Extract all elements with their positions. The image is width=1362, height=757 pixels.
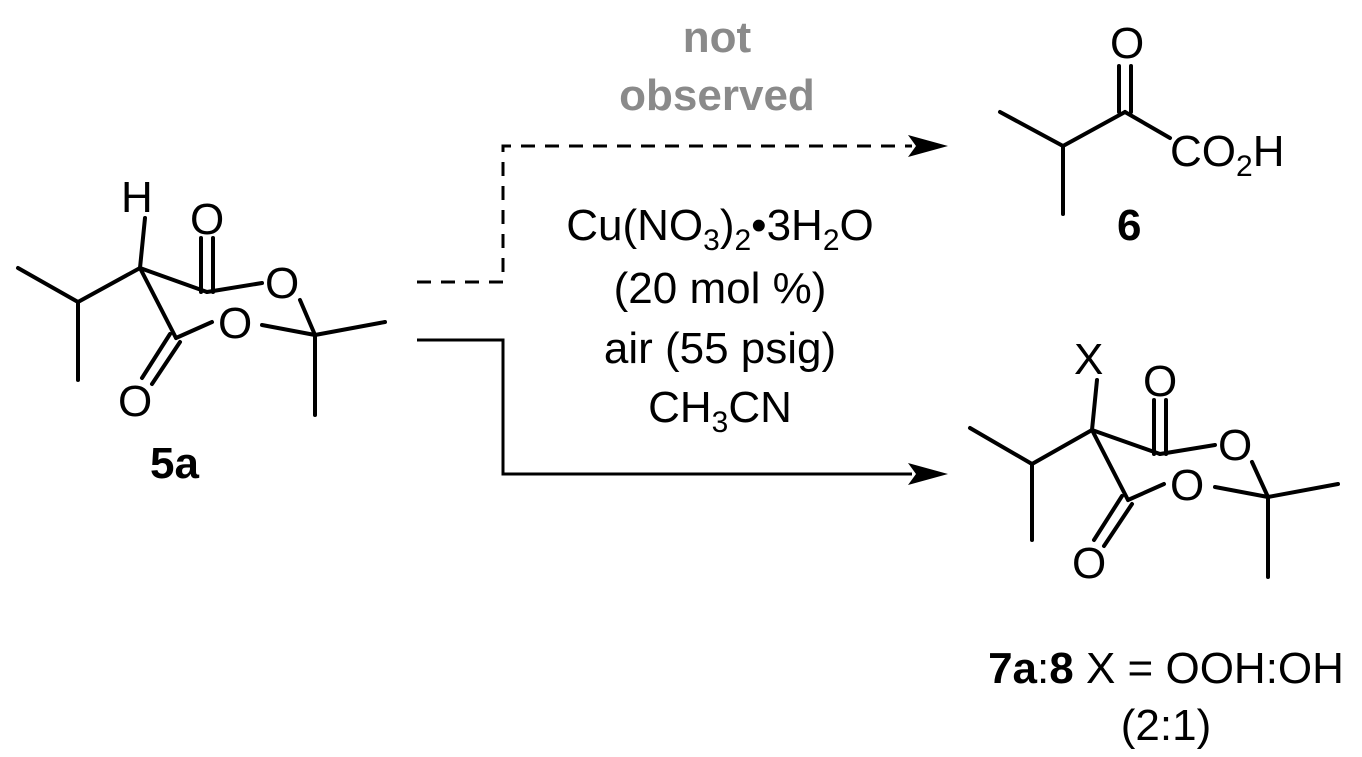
- reaction-conditions: Cu(NO3)2•3H2O (20 mol %) air (55 psig) C…: [566, 201, 874, 439]
- bond: [1102, 502, 1134, 548]
- bond: [1090, 428, 1162, 456]
- reagent-copper-nitrate: Cu(NO3)2•3H2O: [566, 201, 874, 257]
- atom-x: X: [1074, 335, 1103, 384]
- atom-o: O: [218, 299, 252, 348]
- bond: [1123, 110, 1172, 140]
- not-observed-note: observed: [619, 71, 815, 120]
- atom-o: O: [1170, 461, 1204, 510]
- compound-7a-8-structure: X O O O O: [968, 335, 1340, 588]
- solvent: CH3CN: [648, 383, 792, 439]
- compound-5a-structure: H O O O O: [16, 173, 387, 426]
- bond: [1030, 428, 1094, 466]
- compound-6-structure: O CO2H: [998, 19, 1284, 216]
- dashed-arrowhead: [908, 135, 948, 157]
- bond: [1158, 443, 1217, 456]
- bond: [1092, 494, 1124, 542]
- bond: [968, 426, 1034, 466]
- bond: [138, 266, 209, 294]
- catalyst-loading: (20 mol %): [614, 264, 827, 313]
- solid-arrow-shaft: [417, 338, 912, 476]
- bond: [205, 281, 264, 294]
- bond: [260, 323, 317, 337]
- bond: [138, 216, 147, 270]
- bond: [1266, 482, 1340, 499]
- not-observed-note: not: [683, 13, 752, 62]
- bond: [1090, 428, 1130, 502]
- compound-label-7a-8: 7a:8 X = OOH:OH: [988, 644, 1344, 693]
- atom-o: O: [1218, 421, 1252, 470]
- carboxylic-acid-group: CO2H: [1170, 127, 1284, 183]
- atom-o: O: [190, 195, 224, 244]
- bond: [76, 266, 142, 304]
- atom-o: O: [1143, 357, 1177, 406]
- bond: [1090, 378, 1099, 432]
- atmosphere-condition: air (55 psig): [604, 324, 836, 373]
- bond: [150, 340, 182, 386]
- atom-o: O: [1110, 19, 1144, 68]
- atom-o: O: [118, 377, 152, 426]
- reaction-arrows: [417, 135, 948, 485]
- compound-label-5a: 5a: [150, 439, 199, 488]
- bond: [1213, 485, 1270, 499]
- bond: [174, 320, 214, 340]
- atom-h: H: [121, 173, 153, 222]
- bond: [1061, 110, 1127, 148]
- atom-o: O: [1072, 539, 1106, 588]
- bond: [138, 266, 178, 340]
- bond: [313, 320, 387, 337]
- bond: [16, 266, 80, 304]
- bond: [998, 110, 1065, 148]
- bond: [298, 298, 317, 337]
- compound-label-6: 6: [1117, 201, 1141, 250]
- bond: [1250, 460, 1270, 499]
- product-ratio: (2:1): [1121, 701, 1211, 750]
- bond: [1126, 482, 1166, 502]
- atom-o: O: [265, 259, 299, 308]
- bond: [140, 332, 172, 380]
- solid-arrowhead: [908, 463, 948, 485]
- dashed-arrow-shaft: [417, 144, 912, 284]
